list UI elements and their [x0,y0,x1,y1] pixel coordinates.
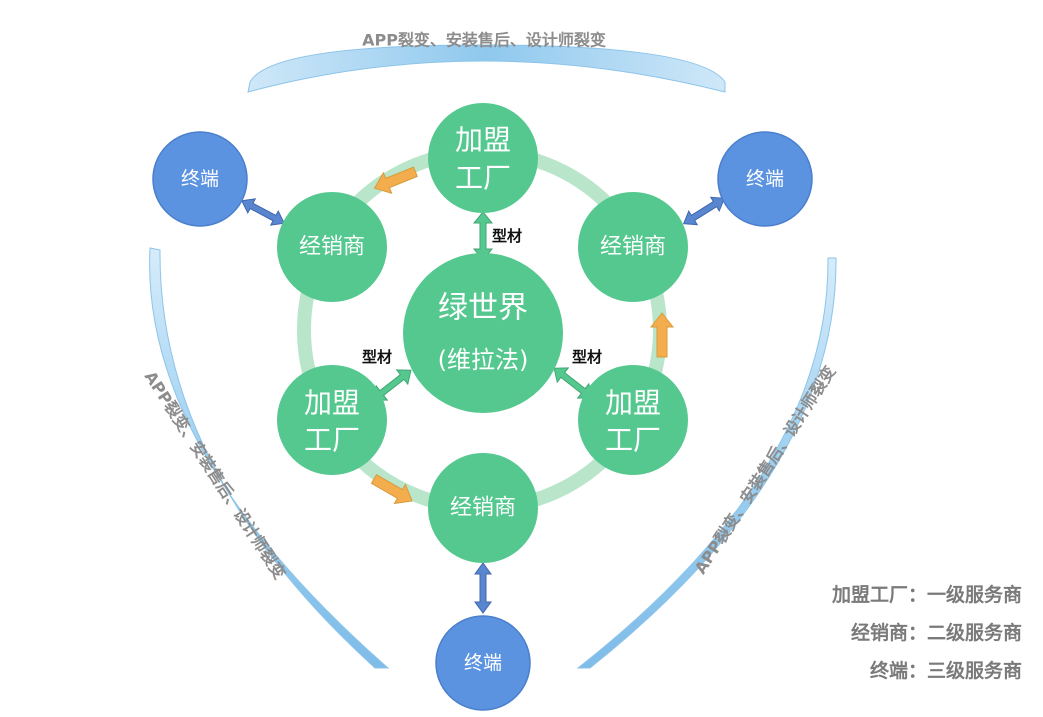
factory-node-top-line2: 工厂 [455,162,511,195]
banner-right-text: APP裂变、安装售后、设计师裂变 [691,363,840,578]
banner-top-arc [247,44,726,93]
terminal-node-right [717,131,813,227]
center-node-subtitle: (维拉法) [438,346,529,374]
banner-top-text: APP裂变、安装售后、设计师裂变 [362,31,606,50]
banner-right-arc [576,257,837,669]
factory-node-right [578,365,688,475]
material-link-left [372,369,412,401]
terminal-link-left [241,198,285,226]
flow-arrow-right [649,312,675,358]
dealer-node-left [277,192,387,302]
banner-left-arc [149,247,390,669]
flow-arrow-top-left [373,166,418,194]
factory-node-top [428,103,538,213]
legend-terminal: 终端：三级服务商 [870,659,1022,682]
terminal-link-bottom [474,562,492,614]
factory-node-left-line2: 工厂 [304,424,360,457]
flow-arrow-bottom-left [370,473,413,505]
terminal-node-right-label: 终端 [746,168,784,190]
factory-node-left [277,365,387,475]
material-label-left: 型材 [362,348,392,366]
dealer-node-left-label: 经销商 [299,235,365,260]
terminal-node-bottom [435,615,531,711]
legend-factory: 加盟工厂：一级服务商 [831,583,1022,606]
center-node-title: 绿世界 [438,291,528,326]
factory-node-right-line1: 加盟 [605,387,661,420]
terminal-node-left [152,131,248,227]
material-link-top [472,211,494,261]
dealer-node-right-label: 经销商 [600,235,666,260]
terminal-node-bottom-label: 终端 [464,652,502,674]
dealer-node-bottom [428,453,538,563]
banner-left-text: APP裂变、安装售后、设计师裂变 [141,368,290,583]
material-label-top: 型材 [492,227,522,245]
material-label-right: 型材 [572,348,602,366]
factory-node-right-line2: 工厂 [605,424,661,457]
terminal-node-left-label: 终端 [181,168,219,190]
factory-node-left-line1: 加盟 [304,387,360,420]
factory-node-top-line1: 加盟 [455,124,511,157]
dealer-node-right [578,192,688,302]
dealer-node-bottom-label: 经销商 [450,496,516,521]
center-node [403,253,563,413]
legend-dealer: 经销商：二级服务商 [851,621,1022,644]
